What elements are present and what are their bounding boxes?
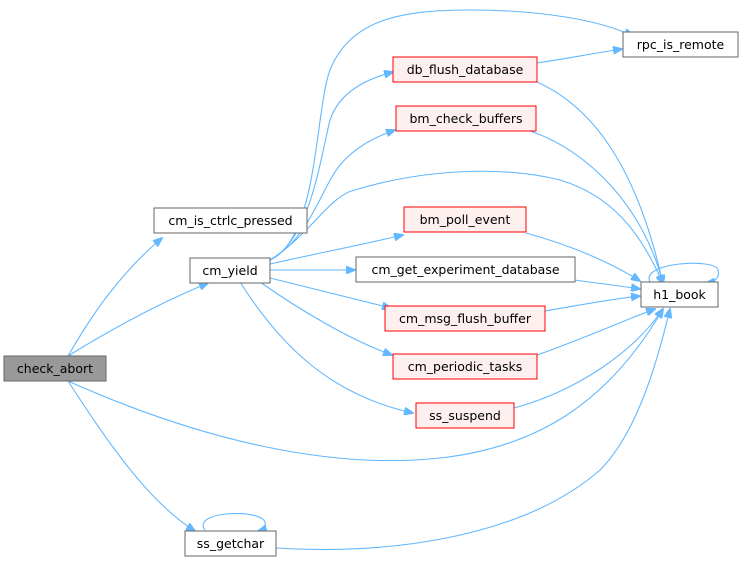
node-rpc_is_remote-box <box>622 31 739 58</box>
node-bm_check_buffers[interactable]: bm_check_buffers <box>395 105 537 132</box>
node-ss_suspend-box <box>415 402 515 429</box>
node-ss_getchar-box <box>184 530 277 557</box>
node-check_abort[interactable]: check_abort <box>3 355 107 382</box>
node-bm_poll_event-label: bm_poll_event <box>420 212 511 227</box>
node-ss_suspend[interactable]: ss_suspend <box>415 402 515 429</box>
node-db_flush_database[interactable]: db_flush_database <box>392 56 538 83</box>
node-db_flush_database-label: db_flush_database <box>407 62 524 77</box>
edge-cm_yield-h1_book <box>269 170 663 284</box>
node-check_abort-box <box>3 355 107 382</box>
node-bm_poll_event-box <box>403 206 527 233</box>
node-cm_msg_flush_buffer[interactable]: cm_msg_flush_buffer <box>384 305 546 332</box>
node-cm_msg_flush_buffer-box <box>384 305 546 332</box>
node-cm_msg_flush_buffer-label: cm_msg_flush_buffer <box>399 311 532 326</box>
edge-db_flush_database-h1_book <box>536 81 663 284</box>
edge-cm_yield-cm_msg_flush_buffer <box>269 277 391 308</box>
nodes: check_abort cm_is_ctrlc_pressed cm_yield… <box>3 31 739 557</box>
node-cm_is_ctrlc_pressed[interactable]: cm_is_ctrlc_pressed <box>153 207 308 234</box>
edge-cm_get_experiment_database-h1_book <box>574 279 640 289</box>
node-bm_check_buffers-label: bm_check_buffers <box>409 111 522 126</box>
node-cm_is_ctrlc_pressed-box <box>153 207 308 234</box>
edge-cm_periodic_tasks-h1_book <box>536 309 655 356</box>
edge-cm_yield-rpc_is_remote <box>269 9 633 261</box>
node-h1_book-box <box>640 281 719 308</box>
node-cm_yield-box <box>189 257 271 284</box>
node-check_abort-label: check_abort <box>17 361 93 376</box>
edge-cm_msg_flush_buffer-h1_book <box>544 296 640 312</box>
node-rpc_is_remote[interactable]: rpc_is_remote <box>622 31 739 58</box>
node-ss_suspend-label: ss_suspend <box>429 408 501 423</box>
edge-bm_poll_event-h1_book <box>525 232 640 281</box>
node-bm_check_buffers-box <box>395 105 537 132</box>
node-cm_periodic_tasks-label: cm_periodic_tasks <box>408 359 523 374</box>
edge-check_abort-cm_yield <box>67 283 208 357</box>
edge-cm_yield-bm_check_buffers <box>269 130 395 261</box>
edge-check_abort-ss_getchar <box>67 380 195 531</box>
edge-cm_yield-bm_poll_event <box>269 235 403 265</box>
node-db_flush_database-box <box>392 56 538 83</box>
edge-ss_getchar-ss_getchar <box>202 513 265 531</box>
node-cm_get_experiment_database[interactable]: cm_get_experiment_database <box>355 256 576 283</box>
node-rpc_is_remote-label: rpc_is_remote <box>637 37 725 52</box>
edge-check_abort-cm_is_ctrlc_pressed <box>67 238 162 357</box>
node-h1_book-label: h1_book <box>653 287 706 302</box>
node-h1_book[interactable]: h1_book <box>640 281 719 308</box>
edge-cm_yield-ss_suspend <box>239 281 413 413</box>
edge-ss_suspend-h1_book <box>513 309 663 409</box>
edge-h1_book-h1_book <box>648 262 719 283</box>
node-cm_get_experiment_database-box <box>355 256 576 283</box>
edge-check_abort-h1_book <box>67 309 663 462</box>
node-cm_get_experiment_database-label: cm_get_experiment_database <box>371 262 559 277</box>
edge-db_flush_database-rpc_is_remote <box>536 49 622 64</box>
node-cm_is_ctrlc_pressed-label: cm_is_ctrlc_pressed <box>168 213 292 228</box>
edge-ss_getchar-h1_book <box>275 309 670 551</box>
edge-cm_yield-cm_periodic_tasks <box>259 281 392 355</box>
node-cm_periodic_tasks-box <box>392 353 538 380</box>
node-cm_periodic_tasks[interactable]: cm_periodic_tasks <box>392 353 538 380</box>
node-ss_getchar-label: ss_getchar <box>197 536 265 551</box>
node-ss_getchar[interactable]: ss_getchar <box>184 530 277 557</box>
edges <box>67 9 719 551</box>
node-cm_yield[interactable]: cm_yield <box>189 257 271 284</box>
node-cm_yield-label: cm_yield <box>202 263 257 278</box>
node-bm_poll_event[interactable]: bm_poll_event <box>403 206 527 233</box>
edge-bm_check_buffers-h1_book <box>526 129 663 284</box>
